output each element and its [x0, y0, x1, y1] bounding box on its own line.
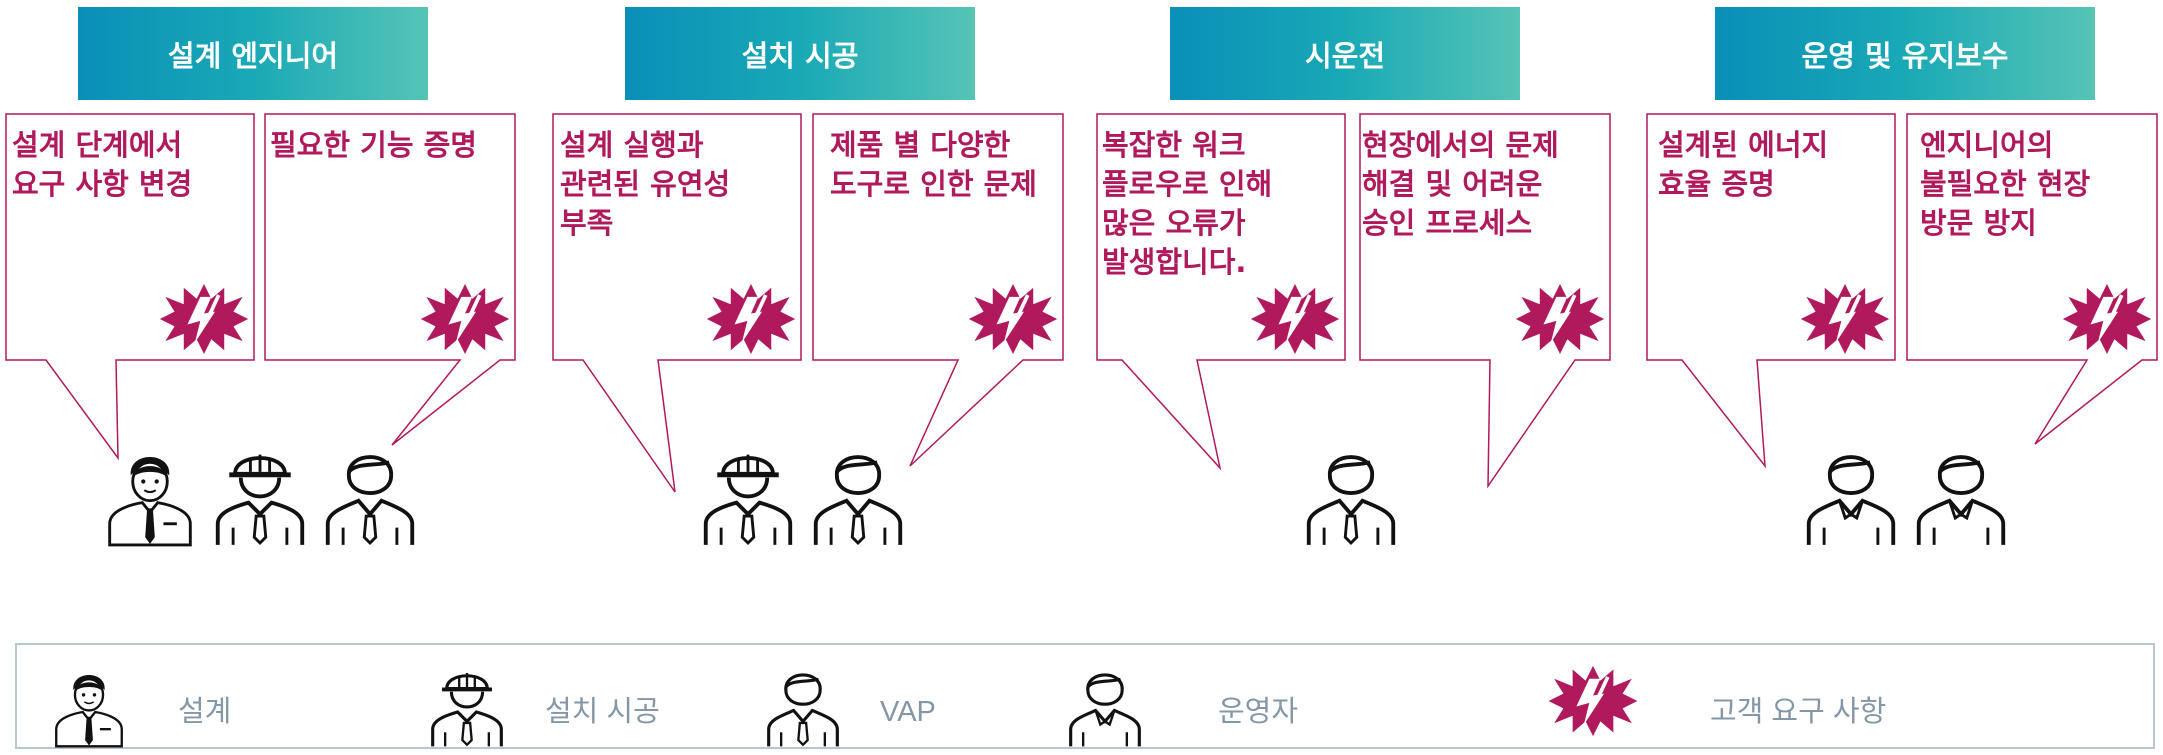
vap-icon	[1306, 455, 1396, 547]
pain-point-text: 복잡한 워크 플로우로 인해 많은 오류가 발생합니다.	[1102, 128, 1273, 279]
pain-point-text: 엔지니어의 불필요한 현장 방문 방지	[1920, 128, 2091, 240]
pain-point-text: 필요한 기능 증명	[270, 128, 477, 162]
phase-title: 설계 엔지니어	[167, 38, 339, 73]
legend-label-customer-requirement: 고객 요구 사항	[1710, 696, 1887, 728]
speech-bubble	[1906, 113, 2158, 445]
phase-banner-design: 설계 엔지니어	[78, 7, 428, 100]
legend-label-installer: 설치 시공	[545, 696, 660, 728]
installer-icon	[706, 455, 790, 545]
legend-frame	[15, 643, 2155, 749]
pain-point-text: 설계 단계에서 요구 사항 변경	[12, 128, 193, 201]
phase-title: 운영 및 유지보수	[1801, 38, 2009, 73]
designer-icon	[108, 455, 192, 547]
phase-title: 시운전	[1304, 38, 1386, 73]
pain-point-text: 현장에서의 문제 해결 및 어려운 승인 프로세스	[1362, 128, 1559, 240]
pain-point-text: 설계 실행과 관련된 유연성 부족	[560, 128, 731, 240]
speech-bubble	[5, 113, 255, 461]
speech-bubble	[552, 113, 802, 493]
pain-point-text: 제품 별 다양한 도구로 인한 문제	[830, 128, 1037, 201]
vap-icon	[325, 455, 415, 547]
vap-icon	[813, 455, 903, 547]
phase-banner-installation: 설치 시공	[625, 7, 975, 100]
legend-label-operator: 운영자	[1218, 696, 1299, 728]
speech-bubble	[812, 113, 1064, 467]
phase-banner-commissioning: 시운전	[1170, 7, 1520, 100]
operator-icon	[1806, 455, 1896, 547]
speech-bubble	[1646, 113, 1896, 469]
legend-label-designer: 설계	[178, 696, 232, 728]
phase-banner-operation: 운영 및 유지보수	[1715, 7, 2095, 100]
speech-bubble	[1096, 113, 1346, 471]
phase-title: 설치 시공	[741, 38, 859, 73]
legend-label-vap: VAP	[880, 696, 936, 728]
pain-point-text: 설계된 에너지 효율 증명	[1658, 128, 1829, 201]
speech-bubble	[264, 113, 516, 446]
speech-bubble	[1359, 113, 1611, 489]
installer-icon	[218, 455, 302, 545]
operator-icon	[1916, 455, 2006, 547]
